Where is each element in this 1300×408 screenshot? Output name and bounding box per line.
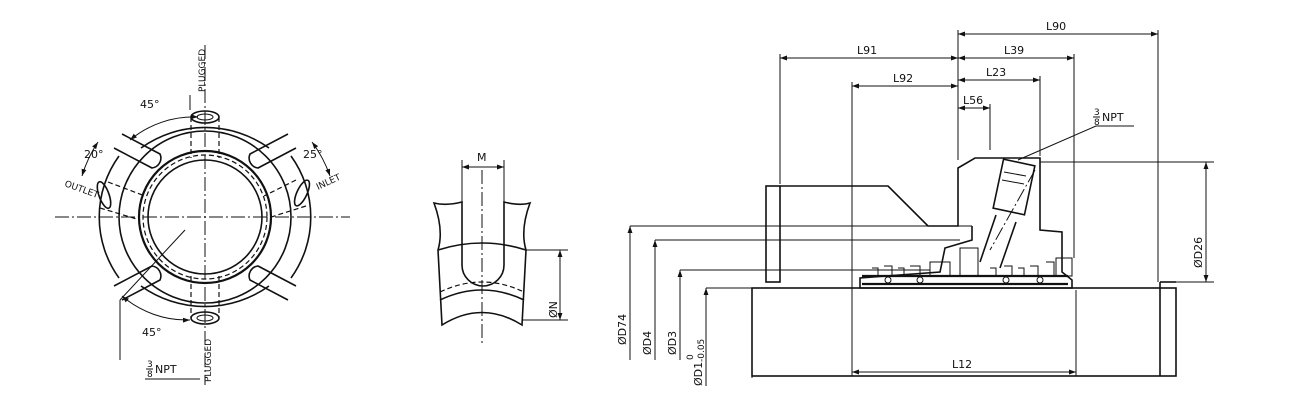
angle-arc-bottom [121, 295, 191, 323]
left-diameter-leaders [627, 225, 972, 386]
dim-d1-callout: ØD1 0 -0.05 [686, 339, 707, 386]
port-right-label: INLET [315, 173, 343, 193]
dim-l39-label: L39 [1004, 44, 1024, 57]
housing-wall [765, 185, 781, 283]
dim-d26-label: ØD26 [1192, 237, 1205, 268]
diameter-n-label: ØN [547, 301, 560, 318]
svg-text:NPT: NPT [1102, 111, 1124, 124]
slot-outline [432, 200, 532, 327]
angle-arc-left [81, 141, 99, 177]
bore-inner-circle [147, 159, 263, 275]
slot-view: M ØN [432, 151, 568, 345]
mid-ring [118, 130, 292, 304]
side-ports [96, 179, 311, 221]
dim-d74-label: ØD74 [616, 314, 629, 345]
svg-text:8: 8 [147, 370, 153, 380]
angle-bottom-label: 45° [142, 326, 162, 339]
svg-text:3: 3 [1094, 108, 1100, 118]
angle-right-label: 25° [303, 148, 323, 161]
dim-l56-label: L56 [963, 94, 983, 107]
front-view: 45° 45° 20° 25° PLUGGED PLUGGED OUTLET I… [55, 45, 350, 385]
svg-text:NPT: NPT [155, 363, 177, 376]
thread-leader [119, 229, 186, 301]
angle-arc-right [311, 141, 331, 177]
section-view: L90 L91 L39 L23 L92 L56 L12 ØD26 ØD74 ØD… [616, 20, 1214, 386]
dim-l92-label: L92 [893, 72, 913, 85]
angle-arc-top [129, 114, 199, 141]
port-left-label: OUTLET [63, 179, 100, 201]
svg-text:8: 8 [1094, 118, 1100, 128]
svg-text:ØD1: ØD1 [692, 362, 705, 386]
front-thread-callout: 3 8 NPT [145, 360, 200, 380]
port-top-label: PLUGGED [198, 49, 208, 92]
gland-outline [780, 157, 1073, 289]
dim-l23-label: L23 [986, 66, 1006, 79]
port-bottom-label: PLUGGED [204, 339, 214, 382]
angle-top-label: 45° [140, 98, 160, 111]
seal-internals [862, 247, 1073, 286]
plugged-ports [190, 110, 220, 325]
bore-hidden-circle [142, 154, 268, 280]
width-label: M [477, 151, 487, 164]
svg-text:0: 0 [686, 354, 696, 360]
dim-l90-label: L90 [1046, 20, 1066, 33]
section-thread-callout: 3 8 NPT [1093, 108, 1124, 128]
dim-l12-label: L12 [952, 358, 972, 371]
dim-d4-label: ØD4 [641, 331, 654, 355]
section-thread-leader [1017, 125, 1097, 161]
svg-text:3: 3 [147, 360, 153, 370]
dim-d3-label: ØD3 [666, 331, 679, 355]
svg-text:-0.05: -0.05 [697, 339, 707, 362]
dim-l91-label: L91 [857, 44, 877, 57]
outer-flange-outline [98, 126, 312, 308]
inclined-port [979, 158, 1036, 269]
angle-left-label: 20° [84, 148, 104, 161]
